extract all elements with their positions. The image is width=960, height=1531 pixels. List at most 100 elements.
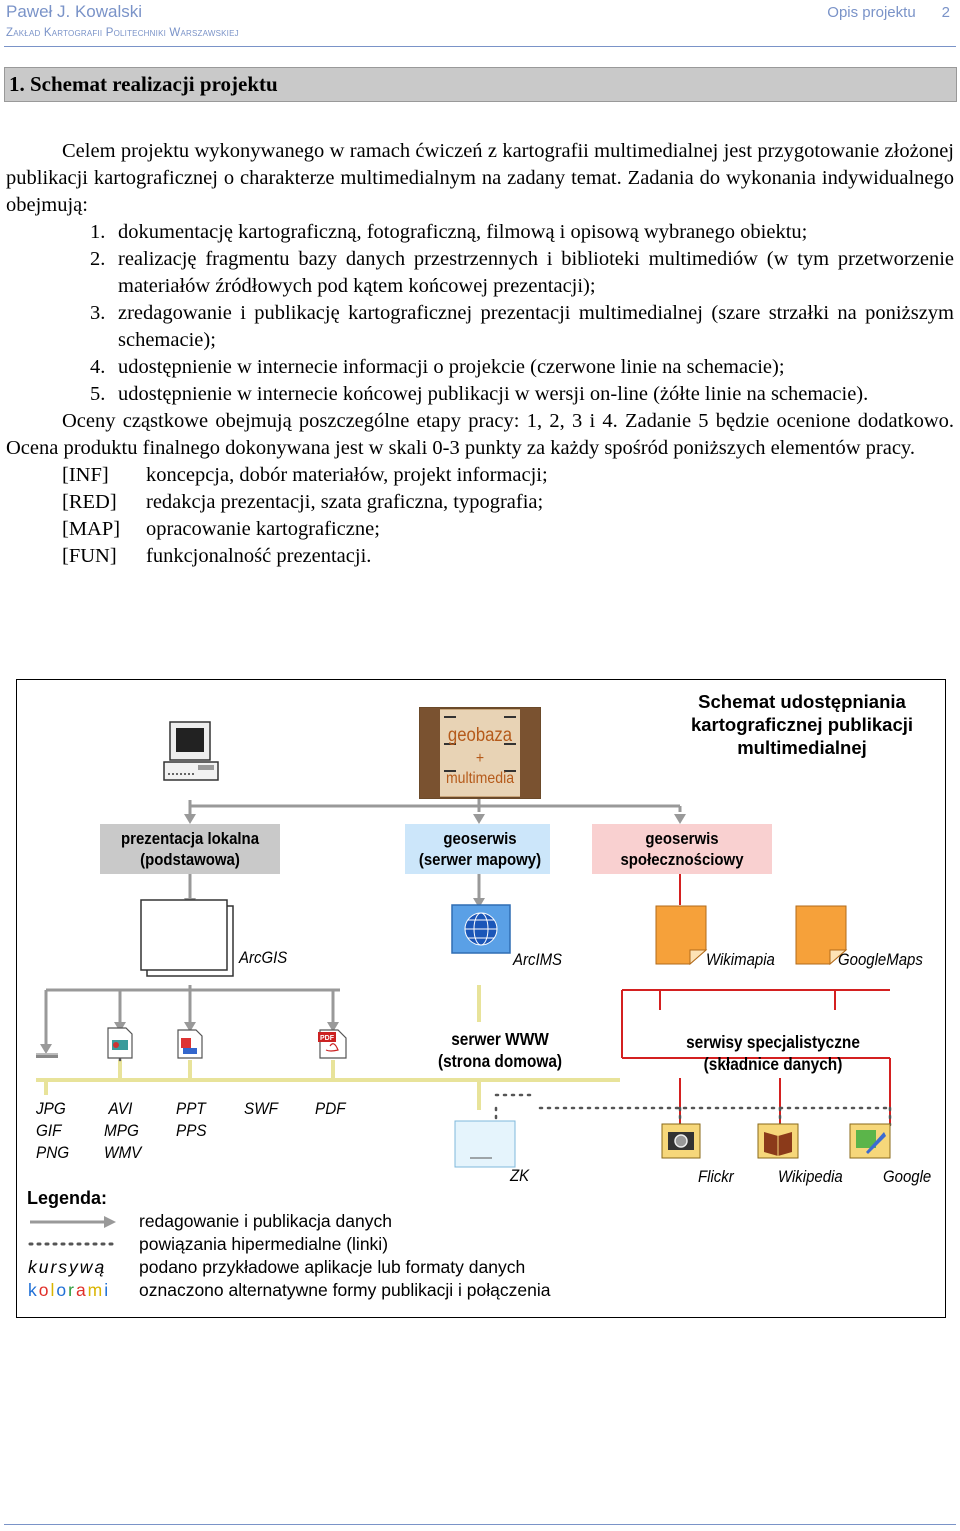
format-mpg: MPG [104, 1121, 139, 1140]
format-png: PNG [36, 1143, 70, 1162]
computer-icon [163, 721, 219, 781]
geoserwis-social-line2: społecznościowy [620, 850, 744, 869]
legend-color-letter: m [87, 1280, 105, 1300]
yellow-lines [36, 985, 620, 1110]
app-wikimapia: Wikimapia [706, 950, 775, 969]
task-text: zredagowanie i publikację kartograficzne… [118, 302, 954, 351]
database-label-line2: + [475, 750, 485, 767]
diagram-title: Schemat udostępniania kartograficznej pu… [690, 691, 914, 758]
format-swf: SWF [244, 1099, 279, 1118]
arrow-head [184, 814, 196, 824]
format-gif: GIF [36, 1121, 62, 1140]
legend-grey-arrow [30, 1216, 116, 1228]
image-file-icon [36, 1053, 58, 1058]
geoserwis-social-line1: geoserwis [645, 829, 719, 848]
legend-title: Legenda: [27, 1188, 108, 1208]
database-label-line1: geobaza [447, 725, 513, 746]
header-doc-title: Opis projektu [827, 4, 916, 21]
criterion-code: [MAP] [62, 518, 121, 540]
flickr-camera-icon [661, 1123, 701, 1159]
criterion-text: koncepcja, dobór materiałów, projekt inf… [146, 464, 548, 486]
format-wmv: WMV [104, 1143, 142, 1162]
format-ppt: PPT [176, 1099, 206, 1118]
database-label-line3: multimedia [445, 770, 515, 787]
presentation-file-icon [177, 1029, 203, 1059]
grey-connectors [44, 874, 481, 1045]
legend-item: powiązania hipermedialne (linki) [139, 1234, 389, 1254]
section-heading: 1. Schemat realizacji projektu [4, 67, 957, 102]
criterion-text: opracowanie kartograficzne; [146, 518, 380, 540]
video-file-icon [107, 1027, 133, 1059]
format-col-swf: SWF [244, 1098, 278, 1120]
legend-color-letter: r [68, 1280, 76, 1300]
link-lines [118, 1033, 892, 1127]
header-page-number: 2 [941, 4, 950, 21]
zk-page-icon [454, 1120, 516, 1168]
arrow-head [184, 1022, 196, 1032]
task-number: 2. [90, 248, 106, 270]
geoserwis-social-box-bg [592, 824, 772, 874]
format-pps: PPS [176, 1121, 207, 1140]
format-col-images: JPG GIF PNG [36, 1098, 69, 1164]
arcims-globe-icon [451, 904, 511, 954]
geoserwis-map-box: geoserwis (serwer mapowy) [414, 824, 546, 874]
app-arcgis: ArcGIS [239, 948, 288, 967]
format-col-presentation: PPT PPS [176, 1098, 207, 1142]
legend-color-letter: i [104, 1280, 111, 1300]
arrow-head [473, 898, 485, 908]
task-text: udostępnienie w internecie informacji o … [118, 356, 785, 378]
criterion-code: [FUN] [62, 545, 117, 567]
criterion-row: [FUN]funkcjonalność prezentacji. [6, 543, 954, 570]
format-col-video: AVI MPG WMV [104, 1098, 141, 1164]
legend-color-letter: l [50, 1280, 57, 1300]
task-item: 3. zredagowanie i publikację kartograficz… [6, 300, 954, 354]
google-tools-icon [849, 1123, 891, 1159]
format-avi: AVI [108, 1099, 133, 1118]
geoserwis-map-line2: (serwer mapowy) [418, 850, 542, 869]
pdf-file-icon: PDF [318, 1029, 347, 1059]
header-rule [4, 46, 956, 47]
task-number: 5. [90, 383, 106, 405]
googlemaps-doc-icon [795, 905, 848, 966]
task-list: 1.dokumentację kartograficzną, fotografi… [6, 219, 954, 408]
site-google: Google [883, 1167, 932, 1186]
site-zk: ZK [510, 1166, 530, 1185]
site-flickr: Flickr [698, 1167, 734, 1186]
www-line2: (strona domowa) [437, 1051, 563, 1071]
legend-item: oznaczono alternatywne formy publikacji … [139, 1280, 551, 1300]
database-block [419, 707, 541, 799]
app-arcims: ArcIMS [513, 950, 563, 969]
task-item: 5. udostępnienie w internecie końcowej pu… [6, 381, 954, 408]
task-text: udostępnienie w internecie końcowej publ… [118, 383, 869, 405]
arrow-head [40, 1044, 52, 1054]
task-number: 3. [90, 302, 106, 324]
format-pdf: PDF [315, 1099, 346, 1118]
task-item: 2. realizację fragmentu bazy danych przes… [6, 246, 954, 300]
arrow-head [327, 1022, 339, 1032]
task-item: 4.udostępnienie w internecie informacji … [6, 354, 954, 381]
legend-color-letter: k [28, 1280, 39, 1300]
www-server-label: serwer WWW (strona domowa) [430, 1028, 571, 1072]
footer-rule [4, 1524, 956, 1525]
criterion-row: [RED]redakcja prezentacji, szata graficz… [6, 489, 954, 516]
criterion-code: [RED] [62, 491, 117, 513]
legend-item: podano przykładowe aplikacje lub formaty… [139, 1257, 526, 1277]
header-department: Zakład Kartografii Politechniki Warszaws… [6, 27, 239, 39]
red-lines [621, 874, 891, 1125]
task-text: dokumentację kartograficzną, fotograficz… [118, 221, 808, 243]
legend-color-sample: kolorami [28, 1280, 110, 1301]
special-line2: (składnice danych) [703, 1054, 843, 1074]
legend-italic-sample: kursywą [28, 1257, 107, 1277]
task-text: realizację fragmentu bazy danych przestr… [118, 248, 954, 297]
criterion-code: [INF] [62, 464, 109, 486]
geoserwis-social-box: geoserwis społecznościowy [603, 824, 761, 874]
intro-paragraph: Celem projektu wykonywanego w ramach ćwi… [6, 140, 954, 216]
header-right: Opis projektu 2 [827, 4, 950, 21]
www-line1: serwer WWW [451, 1029, 549, 1049]
local-box-line1: prezentacja lokalna [120, 829, 260, 848]
grey-arrows [188, 797, 682, 817]
grading-paragraph: Oceny cząstkowe obejmują poszczególne et… [6, 410, 954, 459]
format-col-pdf: PDF [315, 1098, 346, 1120]
format-jpg: JPG [36, 1099, 66, 1118]
